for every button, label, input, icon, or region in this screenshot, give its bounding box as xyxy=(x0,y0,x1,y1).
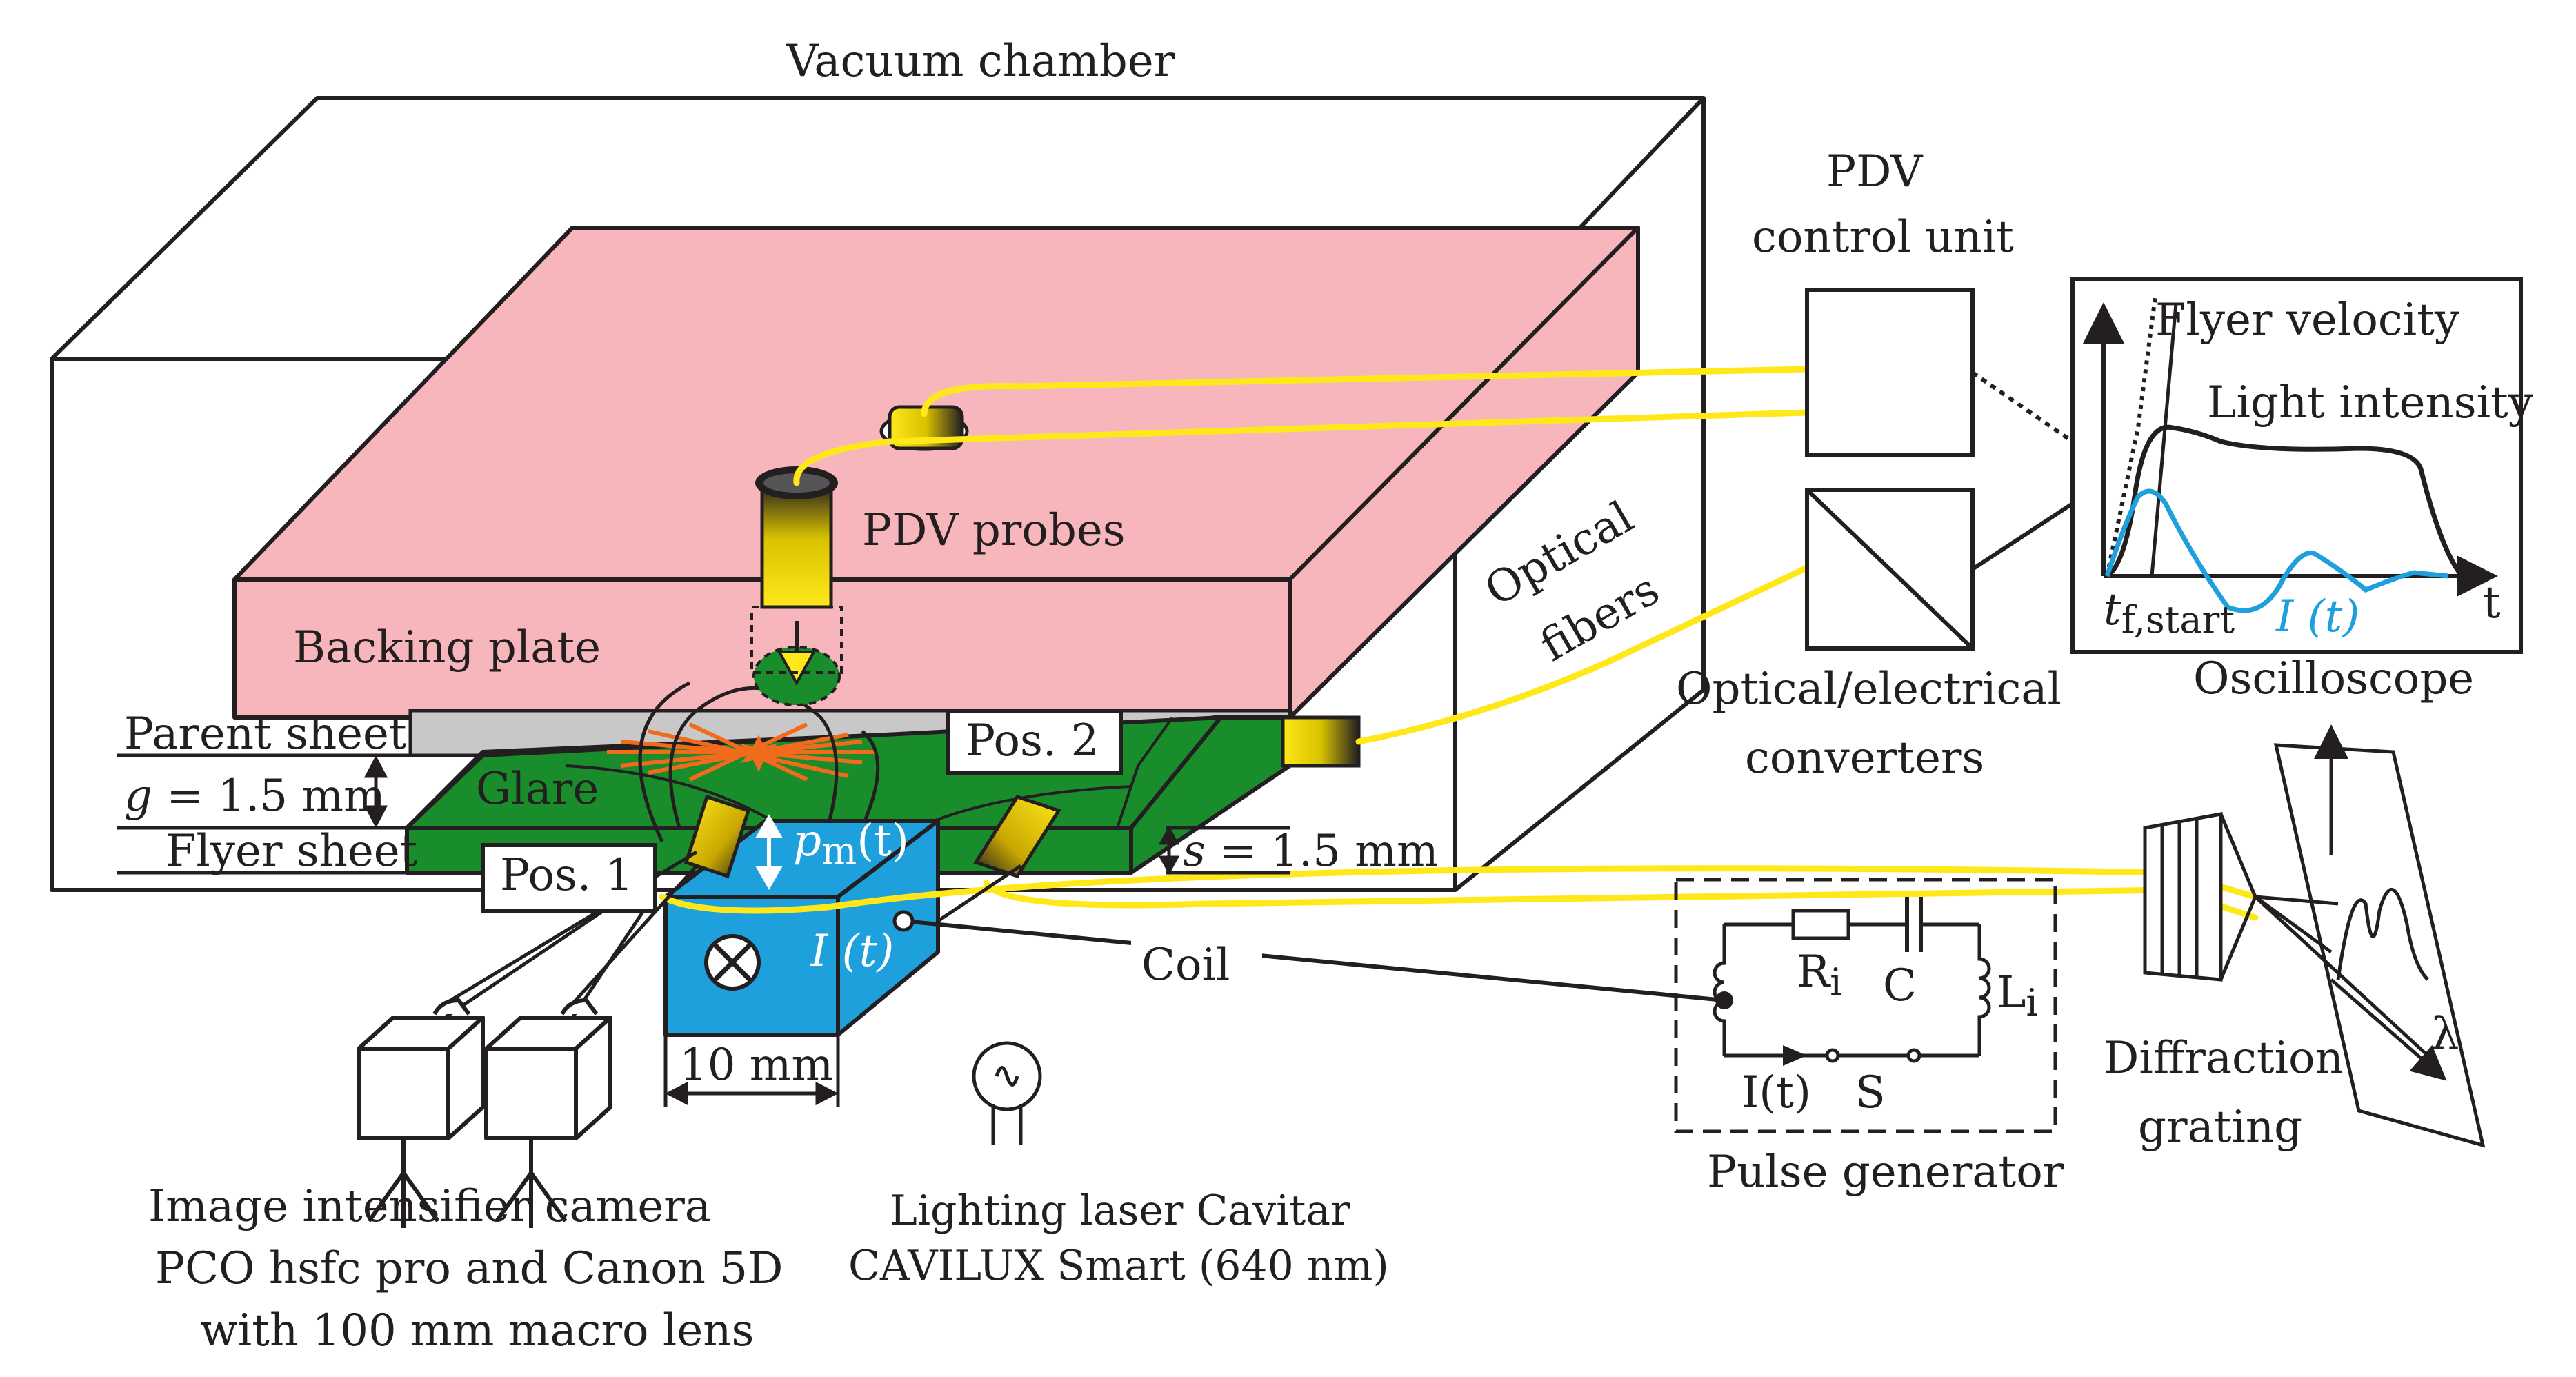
coil-label: Coil xyxy=(1141,940,1230,991)
capacitor-label: C xyxy=(1883,960,1917,1011)
circle-x-icon xyxy=(704,934,761,991)
coil-block xyxy=(663,819,940,1037)
scope-current-label: I (t) xyxy=(2275,591,2359,642)
pos1-probe xyxy=(683,794,751,879)
flyer-velocity-label: Flyer velocity xyxy=(2155,295,2459,346)
vacuum-chamber-label: Vacuum chamber xyxy=(786,36,1175,87)
oscilloscope-panel xyxy=(2070,277,2523,654)
scope-t-axis-label: t xyxy=(2483,577,2501,628)
parent-sheet-label: Parent sheet xyxy=(124,709,407,760)
inductor-label: Li xyxy=(1997,967,2038,1024)
sheet-leaders xyxy=(117,753,414,875)
pos1-label-box xyxy=(481,843,657,913)
coil-current-label: I (t) xyxy=(810,926,894,977)
oscilloscope-label: Oscilloscope xyxy=(2193,653,2474,704)
resistor xyxy=(1791,909,1850,940)
s-dimension xyxy=(1158,825,1290,875)
diffraction-line2: grating xyxy=(2138,1102,2302,1153)
spectrum-screen xyxy=(2254,724,2486,1148)
pulse-generator-label: Pulse generator xyxy=(1707,1147,2064,1198)
s-label: s = 1.5 mm xyxy=(1183,826,1439,877)
circuit-current-label: I(t) xyxy=(1741,1067,1811,1118)
camera-tripod-icon xyxy=(484,998,612,1228)
switch-label: S xyxy=(1855,1067,1886,1118)
pressure-label: pm(t) xyxy=(793,815,909,873)
t-f-start-label: tf,start xyxy=(2104,584,2235,642)
diffraction-line1: Diffraction xyxy=(2104,1033,2344,1084)
laser-label-line1: Lighting laser Cavitar xyxy=(890,1187,1350,1235)
pos2-probe xyxy=(973,795,1061,878)
inductor-right xyxy=(1977,924,1991,1056)
oe-converter-box xyxy=(1805,488,1975,651)
pos1-label: Pos. 1 xyxy=(500,850,633,901)
pulse-generator xyxy=(1674,878,2057,1133)
lamp-icon xyxy=(972,1041,1042,1145)
ten-mm-dimension xyxy=(663,1035,840,1107)
inductor-left xyxy=(1713,924,1726,1056)
lambda-label: λ xyxy=(2431,1009,2459,1060)
pdv-label-line1: PDV xyxy=(1826,146,1924,197)
current-curve xyxy=(2104,488,2449,613)
probe-dashed-extension xyxy=(750,606,843,674)
pdv-probes-label: PDV probes xyxy=(862,505,1126,556)
pdv-focus-spot xyxy=(752,621,841,706)
cylinder-probe-icon xyxy=(760,481,833,609)
control-to-scope-dotted xyxy=(1971,370,2074,444)
glare-center-star xyxy=(740,735,777,772)
pressure-arrow xyxy=(755,814,783,890)
g-label: g = 1.5 mm xyxy=(124,771,386,822)
glare-label: Glare xyxy=(476,764,599,815)
camera-label-line1: Image intensifier camera xyxy=(148,1181,711,1232)
ten-mm-label: 10 mm xyxy=(679,1040,833,1091)
resistor-label: Ri xyxy=(1797,947,1841,1004)
flyer-sheet-label: Flyer sheet xyxy=(166,826,418,877)
glare-jet xyxy=(607,722,876,782)
coil-lead xyxy=(903,919,1725,1002)
camera-label-line2: PCO hsfc pro and Canon 5D xyxy=(155,1243,783,1294)
oe-converters-line1: Optical/electrical xyxy=(1676,664,2061,715)
pdv-probe-right xyxy=(1281,715,1361,768)
converter-to-scope xyxy=(1971,502,2074,571)
pos2-label-box xyxy=(946,709,1123,775)
pos2-label: Pos. 2 xyxy=(966,715,1099,766)
laser-label-line2: CAVILUX Smart (640 nm) xyxy=(848,1242,1389,1290)
camera-label-line3: with 100 mm macro lens xyxy=(200,1305,754,1356)
light-intensity-curve xyxy=(2105,424,2464,578)
pdv-label-line2: control unit xyxy=(1752,212,2014,263)
light-intensity-label: Light intensity xyxy=(2207,377,2533,428)
diffraction-grating xyxy=(2143,812,2257,982)
pdv-control-unit-box xyxy=(1805,288,1975,457)
backing-plate-label: Backing plate xyxy=(293,622,601,673)
camera-tripod-icon xyxy=(357,998,485,1228)
oe-converters-line2: converters xyxy=(1745,733,1984,784)
